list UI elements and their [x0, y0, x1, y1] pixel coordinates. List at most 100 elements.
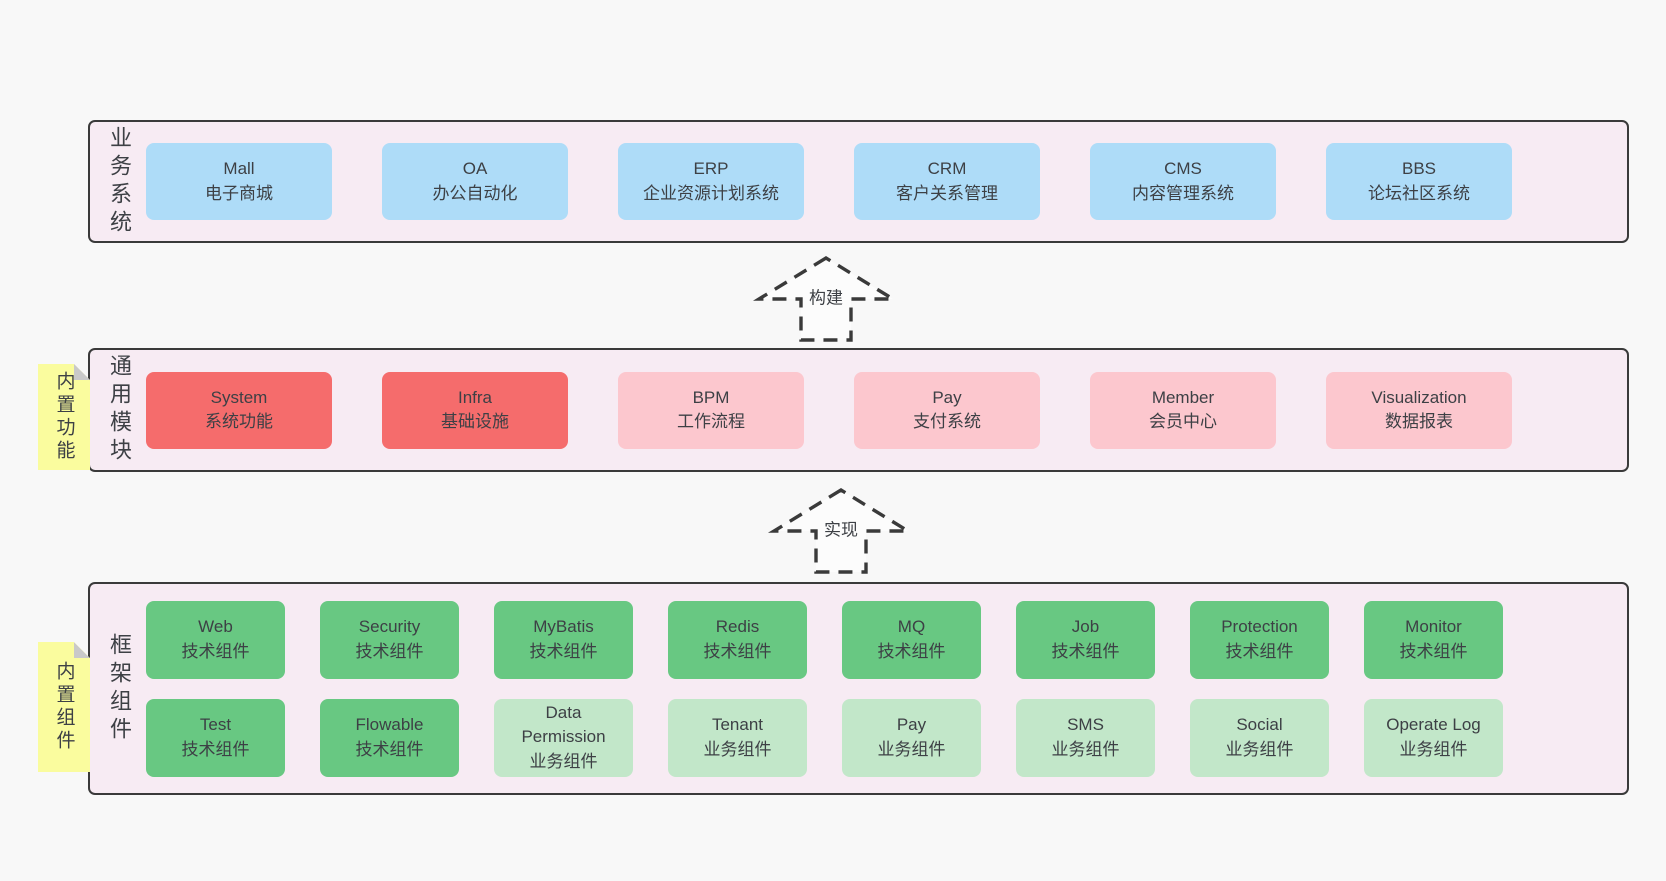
box-social: Social 业务组件 [1190, 698, 1329, 777]
box-test: Test 技术组件 [146, 698, 285, 777]
box-flowable: Flowable 技术组件 [320, 698, 459, 777]
box-subtitle: 办公自动化 [432, 183, 518, 203]
band-common-modules: 通用模块 System 系统功能 Infra 基础设施 BPM 工作流程 Pay 支付系统 Me… [88, 348, 1629, 472]
box-subtitle: 业务组件 [877, 739, 946, 759]
box-title: BBS [1401, 159, 1437, 179]
band-label-framework-components: 框架组件 [107, 632, 132, 745]
implement-arrow: 实现 [767, 487, 915, 575]
build-arrow: 构建 [752, 255, 900, 343]
box-subtitle: 业务组件 [1225, 739, 1294, 759]
box-title: Protection [1221, 617, 1298, 637]
box-title: BPM [692, 387, 730, 407]
sticky-note-builtin-features: 内置功能 [38, 364, 90, 470]
box-title: Mall [223, 159, 255, 179]
box-title: System [210, 387, 268, 407]
box-subtitle: 技术组件 [1225, 641, 1294, 661]
box-title: Security [358, 617, 421, 637]
box-title: CMS [1164, 159, 1202, 179]
box-subtitle: 支付系统 [913, 412, 981, 431]
box-web: Web 技术组件 [146, 600, 285, 679]
box-title: Visualization [1371, 387, 1467, 407]
sticky-note-builtin-components: 内置组件 [38, 642, 90, 772]
box-subtitle: 技术组件 [877, 641, 946, 661]
box-title: MyBatis [533, 617, 594, 637]
box-title: Pay [932, 387, 962, 407]
box-subtitle: 业务组件 [529, 751, 598, 771]
box-bpm: BPM 工作流程 [618, 371, 804, 449]
sticky-note-label: 内置功能 [53, 371, 75, 463]
box-title: Test [199, 715, 232, 735]
build-arrow-label: 构建 [806, 282, 846, 310]
box-subtitle: 技术组件 [181, 641, 250, 661]
box-title: Social [1236, 715, 1283, 735]
box-subtitle: 业务组件 [703, 739, 772, 759]
box-row: System 系统功能 Infra 基础设施 BPM 工作流程 Pay 支付系统 Member 会… [146, 371, 1621, 449]
box-title: CRM [927, 159, 967, 179]
box-subtitle: 技术组件 [355, 739, 424, 759]
box-title: Member [1151, 387, 1215, 407]
sticky-note-label: 内置组件 [53, 661, 75, 753]
box-infra: Infra 基础设施 [382, 371, 568, 449]
band-label-common-modules: 通用模块 [107, 354, 132, 466]
box-operate-log: Operate Log 业务组件 [1364, 698, 1503, 777]
box-subtitle: 企业资源计划系统 [643, 183, 779, 203]
implement-arrow-label: 实现 [821, 514, 861, 542]
box-crm: CRM 客户关系管理 [854, 143, 1040, 220]
box-job: Job 技术组件 [1016, 600, 1155, 679]
box-subtitle: 客户关系管理 [896, 183, 998, 203]
box-member: Member 会员中心 [1090, 371, 1276, 449]
box-oa: OA 办公自动化 [382, 143, 568, 220]
box-title: SMS [1067, 715, 1104, 735]
common-modules-boxes: System 系统功能 Infra 基础设施 BPM 工作流程 Pay 支付系统 Member 会… [146, 350, 1621, 470]
box-subtitle: 论坛社区系统 [1368, 183, 1470, 203]
box-title: Data Permission [521, 703, 606, 747]
box-security: Security 技术组件 [320, 600, 459, 679]
box-mall: Mall 电子商城 [146, 143, 332, 220]
box-bbs: BBS 论坛社区系统 [1326, 143, 1512, 220]
box-subtitle: 技术组件 [1399, 641, 1468, 661]
box-subtitle: 技术组件 [703, 641, 772, 661]
box-subtitle: 基础设施 [441, 412, 509, 431]
box-subtitle: 业务组件 [1399, 739, 1468, 759]
box-subtitle: 电子商城 [205, 183, 273, 203]
box-subtitle: 技术组件 [529, 641, 598, 661]
box-subtitle: 系统功能 [205, 412, 273, 431]
box-protection: Protection 技术组件 [1190, 600, 1329, 679]
box-title: Job [1071, 617, 1100, 637]
box-subtitle: 技术组件 [181, 739, 250, 759]
box-subtitle: 技术组件 [1051, 641, 1120, 661]
box-subtitle: 会员中心 [1149, 412, 1217, 431]
box-tenant: Tenant 业务组件 [668, 698, 807, 777]
box-title: Flowable [355, 715, 424, 735]
box-title: MQ [897, 617, 926, 637]
band-label-business-systems: 业务系统 [107, 125, 132, 238]
box-subtitle: 工作流程 [677, 412, 745, 431]
box-title: Pay [896, 715, 927, 735]
box-title: Tenant [711, 715, 764, 735]
box-title: Infra [457, 387, 493, 407]
box-mybatis: MyBatis 技术组件 [494, 600, 633, 679]
box-title: Operate Log [1386, 715, 1481, 735]
box-title: OA [462, 159, 488, 179]
box-data-permission: Data Permission 业务组件 [494, 698, 633, 777]
box-pay: Pay 支付系统 [854, 371, 1040, 449]
box-redis: Redis 技术组件 [668, 600, 807, 679]
box-subtitle: 数据报表 [1385, 412, 1453, 431]
box-subtitle: 技术组件 [355, 641, 424, 661]
box-mq: MQ 技术组件 [842, 600, 981, 679]
box-title: Web [198, 617, 233, 637]
box-pay: Pay 业务组件 [842, 698, 981, 777]
box-title: Redis [715, 617, 760, 637]
